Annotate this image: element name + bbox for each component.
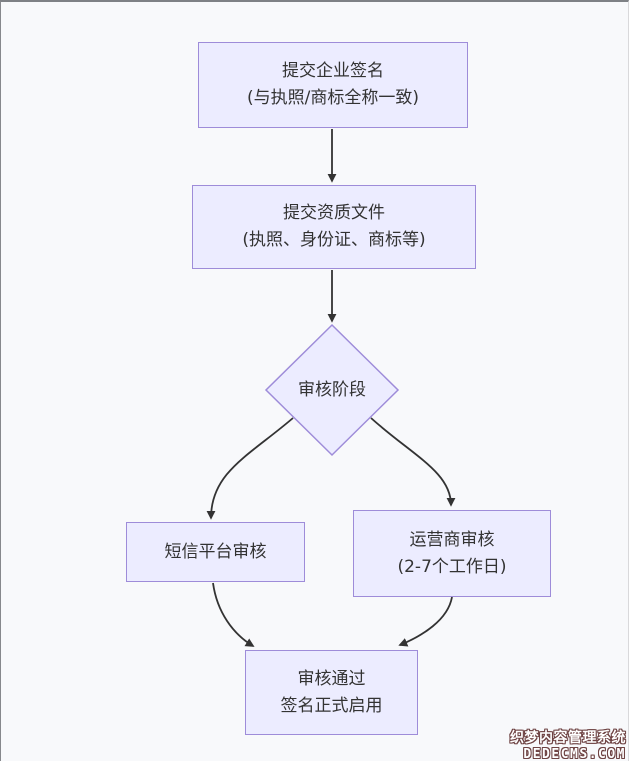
node-review-passed: 审核通过 签名正式启用 (245, 650, 418, 735)
node-sms-platform-review: 短信平台审核 (126, 522, 305, 582)
node-review-stage-shape (264, 323, 400, 457)
node-label: (与执照/商标全称一致) (247, 88, 419, 108)
node-label: 运营商审核 (409, 529, 495, 550)
node-label: 审核通过 (297, 668, 366, 689)
watermark-chinese-text: 织梦内容管理系统 (510, 730, 626, 746)
watermark: 织梦内容管理系统 DEDECMS.COM (510, 730, 626, 762)
node-operator-review: 运营商审核 (2-7个工作日) (353, 510, 551, 597)
node-review-stage-label: 审核阶段 (298, 380, 366, 400)
edge-sms-platform-review-to-review-passed (212, 582, 255, 647)
edge-review-stage-to-operator-review (370, 417, 456, 507)
node-label: (2-7个工作日) (397, 556, 507, 577)
node-label: 提交企业签名 (282, 61, 384, 81)
node-label: 签名正式启用 (280, 695, 383, 716)
edge-operator-review-to-review-passed (398, 596, 453, 647)
node-label: (执照、身份证、商标等) (242, 230, 426, 250)
edge-review-stage-to-sms-platform-review (206, 417, 294, 520)
watermark-dedecms-text: DEDECMS.COM (523, 747, 626, 762)
node-label: 短信平台审核 (164, 541, 267, 562)
node-submit-documents: 提交资质文件 (执照、身份证、商标等) (192, 185, 476, 269)
node-submit-signature: 提交企业签名 (与执照/商标全称一致) (198, 42, 468, 128)
node-label: 提交资质文件 (283, 203, 385, 223)
